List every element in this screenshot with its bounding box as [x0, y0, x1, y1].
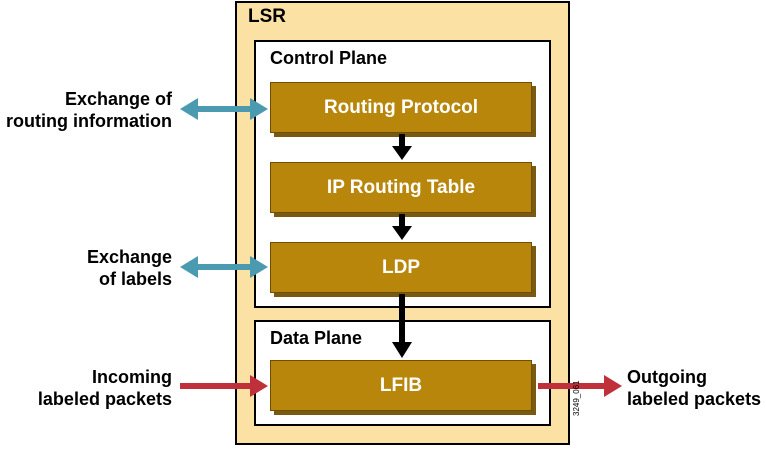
lfib-box: LFIB: [270, 360, 532, 411]
ip-routing-table-box: IP Routing Table: [270, 162, 532, 213]
routing-protocol-box: Routing Protocol: [270, 82, 532, 133]
data-plane-title: Data Plane: [270, 328, 363, 348]
flow-arrow-table-to-ldp: [392, 214, 412, 240]
routing-info-double-arrow: [180, 98, 268, 120]
control-plane-title: Control Plane: [270, 48, 388, 68]
incoming-packets-label: Incoming labeled packets: [37, 367, 172, 409]
incoming-packets-arrow: [180, 375, 268, 397]
lsr-title: LSR: [248, 6, 286, 27]
labels-double-arrow: [180, 256, 268, 278]
outgoing-packets-arrow: [538, 375, 622, 397]
flow-arrow-ldp-to-lfib: [392, 294, 412, 358]
routing-info-label: Exchange of routing information: [6, 89, 172, 131]
outgoing-packets-label: Outgoing labeled packets: [627, 367, 762, 409]
ldp-box: LDP: [270, 242, 532, 293]
labels-exchange-label: Exchange of labels: [86, 247, 172, 289]
figure-code: 3249_061: [572, 380, 581, 416]
flow-arrow-routing-to-table: [392, 134, 412, 160]
